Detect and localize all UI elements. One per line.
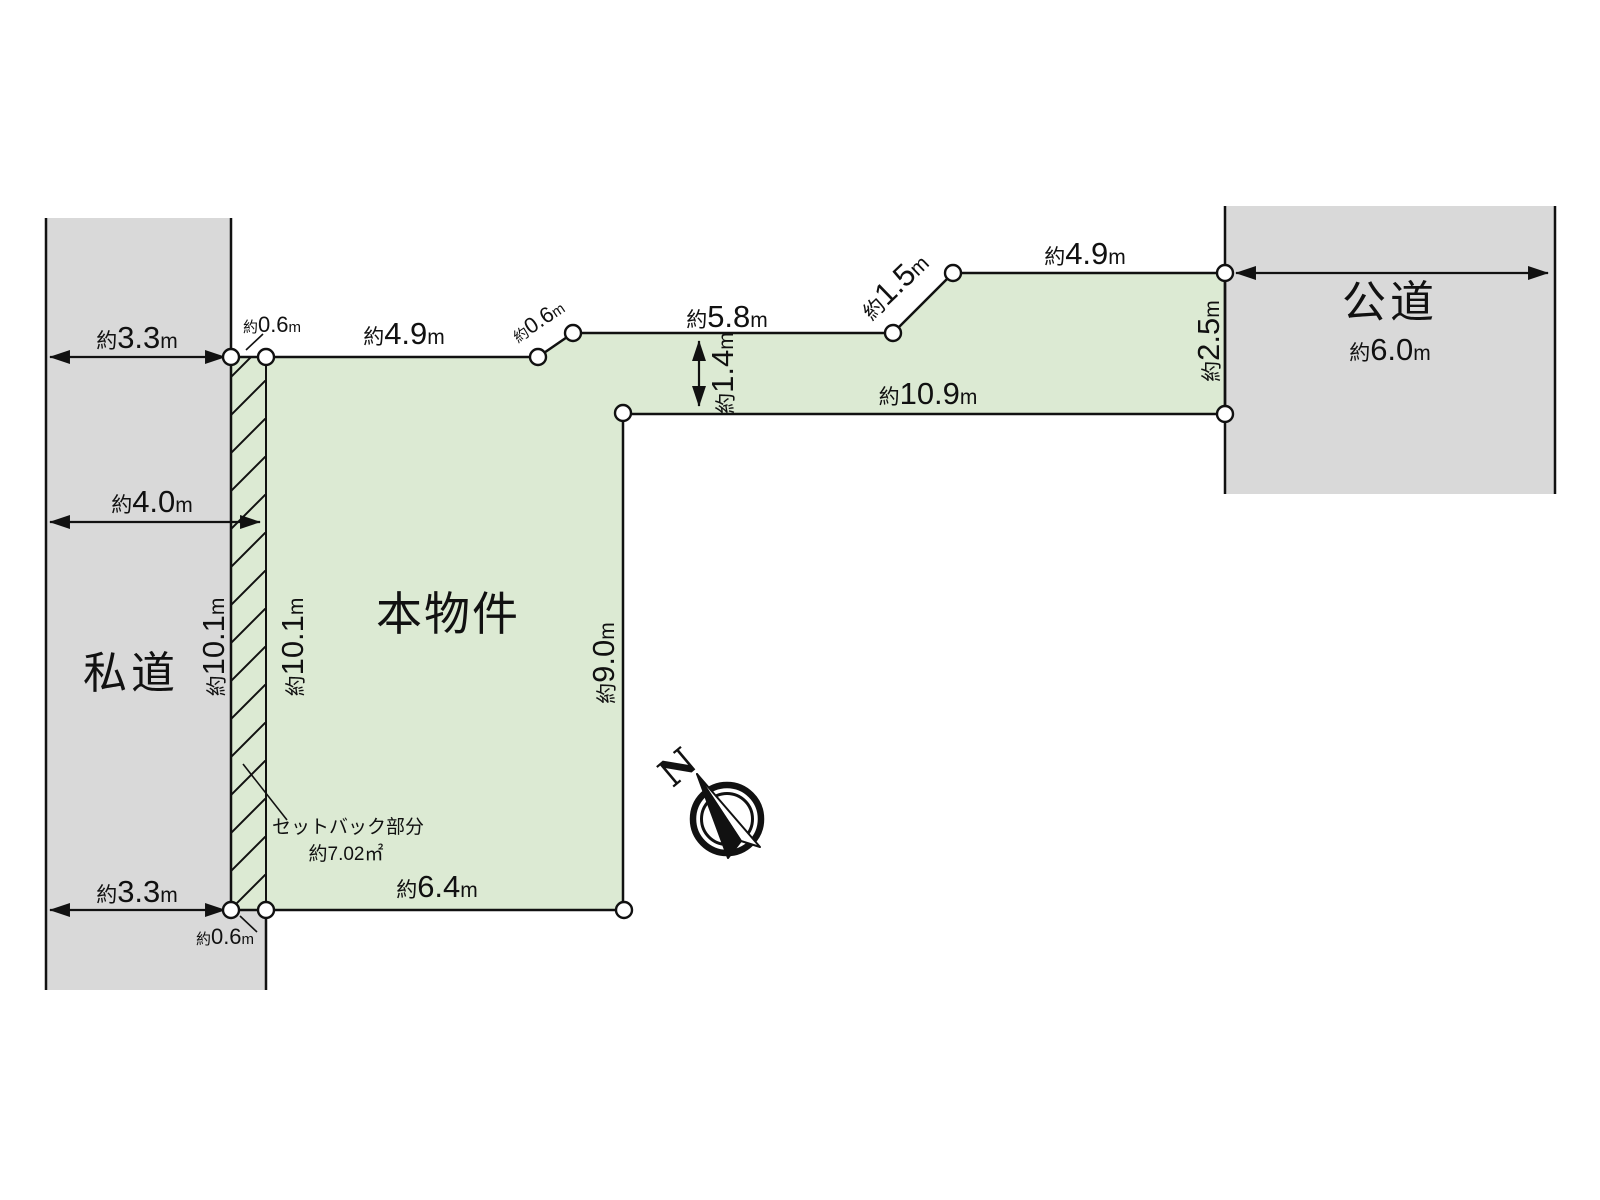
vertex	[528, 347, 548, 367]
dim-edge-top-mid: 約5.8m	[686, 299, 768, 334]
vertex	[1215, 404, 1235, 424]
dim-edge-top-left: 約4.9m	[363, 316, 445, 351]
dim-edge-right: 約2.5m	[1191, 300, 1226, 382]
vertex	[221, 347, 241, 367]
compass-north-indicator: N	[649, 739, 765, 859]
dim-setback-top: 約0.6m	[243, 312, 301, 337]
dim-edge-top-jog: 約0.6m	[507, 294, 569, 347]
dim-road-full-width: 約4.0m	[111, 484, 193, 519]
vertex	[221, 900, 241, 920]
setback-note-line1: セットバック部分	[272, 816, 424, 838]
dim-public-road-width: 約6.0m	[1349, 332, 1431, 367]
vertex	[613, 403, 633, 423]
vertex	[883, 323, 903, 343]
compass-north-label: N	[649, 739, 705, 796]
dim-edge-west-road-side: 約10.1m	[196, 598, 231, 697]
dim-edge-mid-vertical: 約9.0m	[586, 622, 621, 704]
private-road-surface	[46, 218, 266, 990]
dim-edge-top-right: 約4.9m	[1044, 236, 1126, 271]
vertex	[614, 900, 634, 920]
setback-note-pointer	[242, 763, 288, 821]
setback-strip-hatch	[232, 358, 265, 909]
public-road-surface	[1225, 206, 1555, 494]
public-road-label: 公道	[1342, 278, 1438, 327]
dim-road-bottom-width: 約3.3m	[96, 874, 178, 909]
dim-edge-arm-bottom: 約10.9m	[879, 376, 978, 411]
tick-setback-bottom	[239, 915, 258, 933]
vertex	[1215, 263, 1235, 283]
dim-edge-bottom: 約6.4m	[396, 869, 478, 904]
setback-note-line2: 約7.02㎡	[309, 842, 384, 865]
dim-edge-west-property-side: 約10.1m	[275, 598, 310, 697]
vertex	[943, 263, 963, 283]
vertex	[563, 323, 583, 343]
vertex-markers	[221, 263, 1235, 920]
dim-road-top-width: 約3.3m	[96, 320, 178, 355]
vertex	[256, 900, 276, 920]
tick-setback-top	[245, 333, 264, 351]
vertex	[256, 347, 276, 367]
dim-setback-bottom: 約0.6m	[196, 924, 254, 949]
dim-edge-notch-depth: 約1.4m	[705, 332, 740, 414]
private-road-label: 私道	[83, 649, 179, 698]
compass-needle-dark-half	[696, 773, 742, 859]
property-label: 本物件	[376, 588, 520, 640]
